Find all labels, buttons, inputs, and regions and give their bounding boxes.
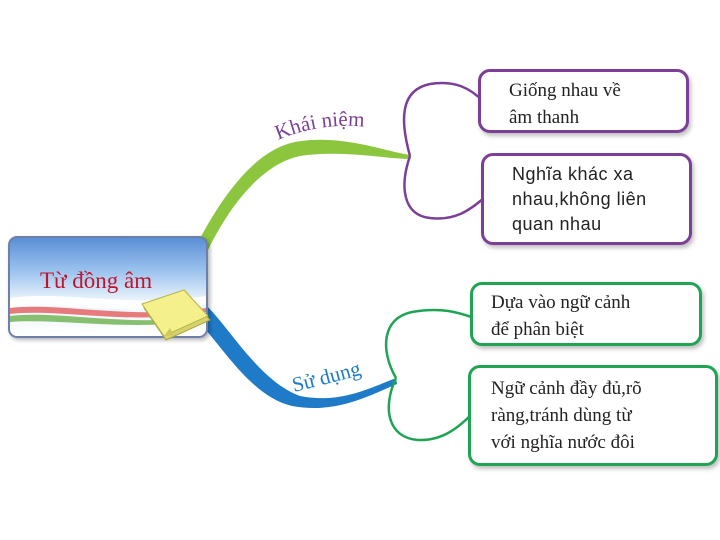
root-title: Từ đồng âm [40, 268, 152, 294]
usage-clarity-text: Ngữ cảnh đầy đủ,rõ ràng,tránh dùng từ vớ… [491, 375, 715, 456]
branch-khai-niem-label: Khái niệm [271, 107, 365, 145]
concept-box-sound: Giống nhau về âm thanh [478, 69, 689, 133]
concept-box-meaning: Nghĩa khác xa nhau,không liên quan nhau [481, 153, 692, 245]
connector-su-dung-top [386, 310, 474, 378]
usage-box-clarity: Ngữ cảnh đầy đủ,rõ ràng,tránh dùng từ vớ… [468, 365, 718, 466]
concept-sound-text: Giống nhau về âm thanh [509, 77, 686, 131]
branch-su-dung-label: Sử dụng [290, 356, 364, 397]
sticky-note-icon [140, 288, 214, 346]
usage-context-text: Dựa vào ngữ cảnh để phân biệt [491, 289, 699, 343]
usage-box-context: Dựa vào ngữ cảnh để phân biệt [470, 282, 702, 346]
concept-meaning-text: Nghĩa khác xa nhau,không liên quan nhau [512, 162, 689, 237]
connector-su-dung-bottom [389, 378, 472, 440]
branch-khai-niem-line [196, 140, 410, 250]
connector-khai-niem-top [404, 83, 484, 156]
connector-khai-niem-bottom [405, 156, 484, 218]
